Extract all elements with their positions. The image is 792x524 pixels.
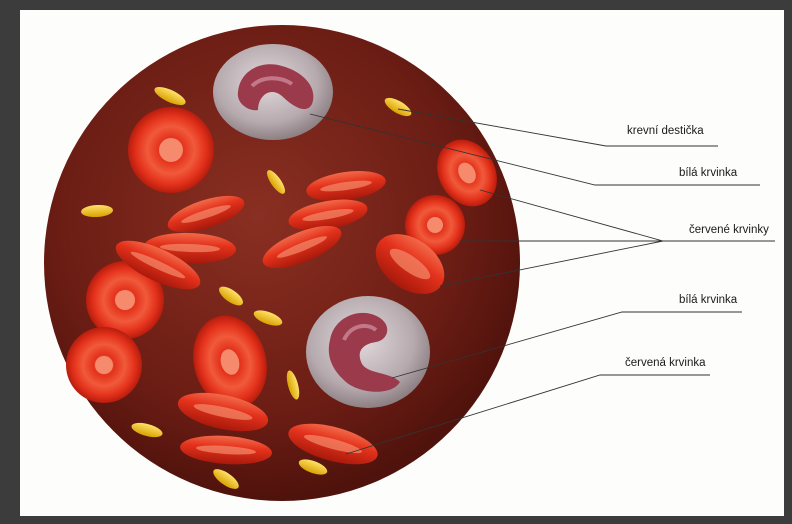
- red-cell-face-1: [128, 107, 214, 193]
- label-red-cells: červené krvinky: [689, 224, 769, 236]
- label-white-cell-bottom: bílá krvinka: [679, 294, 737, 306]
- label-platelet: krevní destička: [627, 125, 704, 137]
- label-white-cell-top: bílá krvinka: [679, 167, 737, 179]
- label-red-cell: červená krvinka: [625, 357, 706, 369]
- white-cell-top: [213, 44, 333, 140]
- white-cell-bottom: [306, 296, 430, 408]
- red-cell-face-3: [66, 327, 142, 403]
